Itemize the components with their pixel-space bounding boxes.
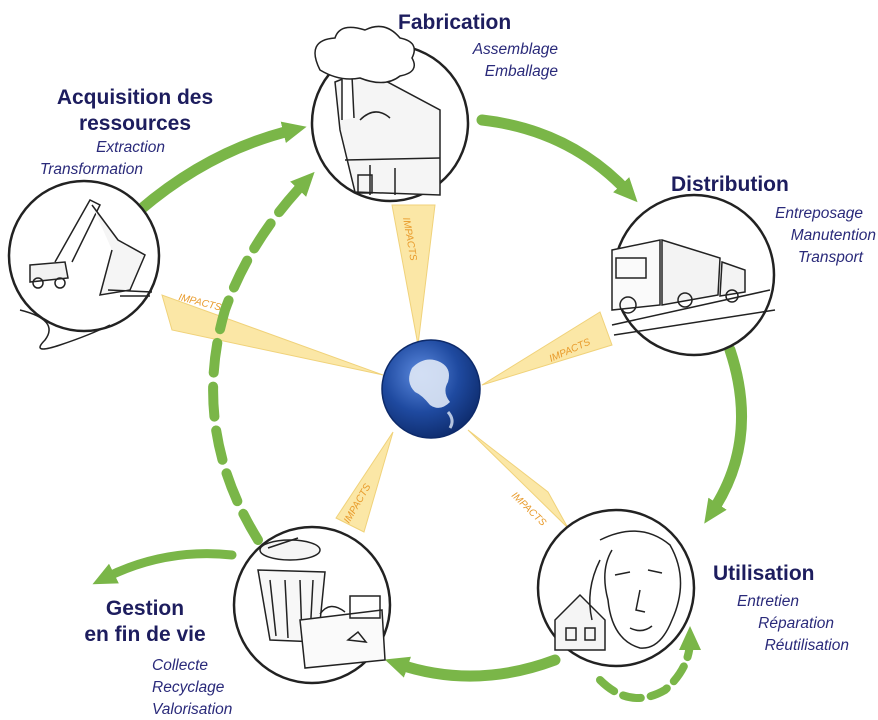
gestion-illustration	[232, 525, 392, 685]
fabrication-item-1: Assemblage	[472, 41, 558, 58]
arrow-distribution-to-utilisation	[704, 344, 747, 524]
impact-wedge-fabrication	[391, 204, 436, 346]
acquisition-item-2: Transformation	[39, 161, 143, 178]
arrow-utilisation-to-gestion	[384, 654, 561, 682]
distribution-illustration	[611, 193, 776, 357]
utilisation-item-2: Réparation	[758, 615, 834, 632]
acquisition-title-line-1: Acquisition des	[56, 86, 214, 109]
impact-wedge-gestion	[335, 431, 394, 533]
utilisation-title: Utilisation	[713, 562, 815, 585]
gestion-item-1: Collecte	[152, 657, 208, 674]
cycle-arrows	[92, 114, 747, 702]
stage-circles	[7, 25, 776, 685]
acquisition-item-1: Extraction	[96, 139, 165, 156]
acquisition-illustration	[7, 179, 161, 350]
gestion-item-2: Recyclage	[152, 679, 225, 696]
acquisition-title-line-2: ressources	[78, 112, 192, 135]
utilisation-item-3: Réutilisation	[764, 637, 849, 654]
arrow-gestion-out	[92, 549, 237, 585]
distribution-item-1: Entreposage	[775, 205, 863, 222]
utilisation-item-1: Entretien	[736, 593, 799, 610]
fabrication-title: Fabrication	[398, 11, 512, 34]
earth-globe-icon	[381, 339, 481, 439]
arrow-acquisition-to-fabrication	[134, 121, 307, 216]
arrow-reuse-dashed	[596, 626, 701, 702]
impact-wedge-acquisition	[161, 294, 384, 376]
arrow-fabrication-to-distribution	[476, 114, 638, 203]
impact-wedge-utilisation	[467, 429, 569, 529]
impact-wedge-distribution	[481, 311, 613, 386]
distribution-item-2: Manutention	[790, 227, 876, 244]
distribution-title: Distribution	[671, 173, 789, 196]
utilisation-illustration	[536, 508, 696, 668]
distribution-item-3: Transport	[797, 249, 863, 266]
fabrication-item-2: Emballage	[484, 63, 558, 80]
gestion-title-line-2: en fin de vie	[84, 623, 206, 646]
gestion-title-line-1: Gestion	[105, 597, 185, 620]
gestion-item-3: Valorisation	[152, 701, 233, 718]
fabrication-illustration	[310, 25, 470, 203]
arrow-recycle-dashed	[208, 171, 315, 545]
